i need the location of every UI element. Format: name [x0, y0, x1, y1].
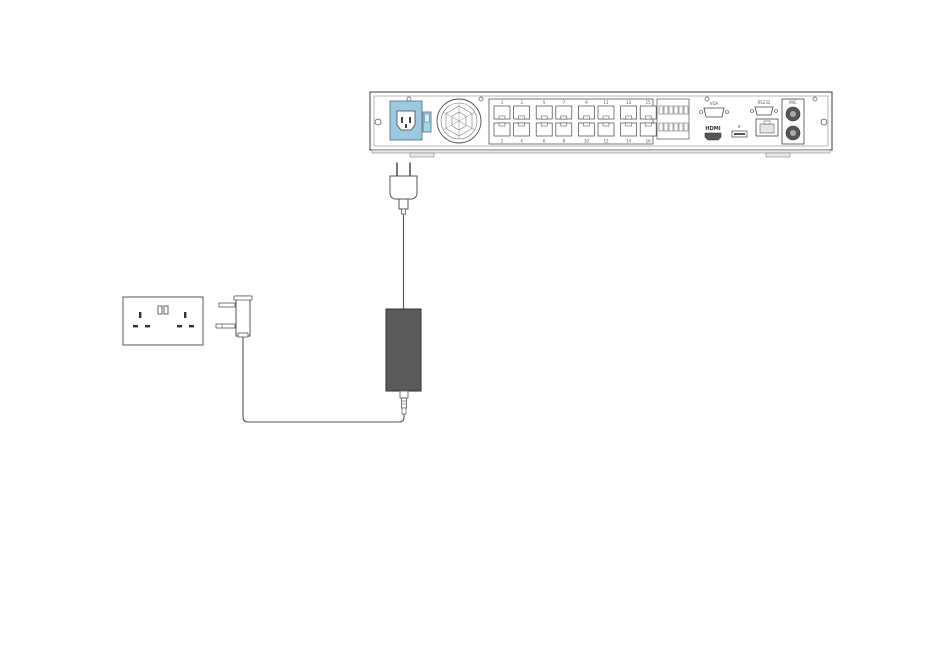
rj45-port-icon: [494, 123, 510, 136]
terminal-contact: [664, 106, 668, 114]
port-number-label: 16: [646, 139, 652, 144]
rj45-port-icon: [578, 106, 594, 119]
rj45-port-icon: [621, 123, 637, 136]
rj45-port-icon: [514, 106, 530, 119]
port-number-label: 2: [501, 139, 504, 144]
screw-icon: [407, 97, 411, 101]
nvr-foot-left: [410, 153, 434, 157]
rj45-port-icon: [598, 106, 614, 119]
rs232-port-icon: [755, 107, 773, 115]
screw-icon: [375, 119, 381, 125]
terminal-contact: [679, 106, 683, 114]
uk-plug-icon: [216, 296, 252, 337]
nvr-foot-right: [766, 153, 790, 157]
mains-cable: [243, 337, 404, 422]
port-number-label: 11: [603, 100, 609, 105]
terminal-contact: [679, 123, 683, 131]
port-number-label: 6: [543, 139, 546, 144]
terminal-contact: [684, 106, 688, 114]
rj45-port-icon: [556, 106, 572, 119]
port-number-label: 5: [543, 100, 546, 105]
port-number-label: 8: [563, 139, 566, 144]
port-number-label: 14: [626, 139, 632, 144]
port-number-label: 7: [563, 100, 566, 105]
terminal-contact: [669, 106, 673, 114]
port-number-label: 13: [626, 100, 632, 105]
mic-label: MIC: [789, 100, 797, 105]
vga-label: VGA: [710, 101, 719, 106]
alarm-terminal-block: [657, 99, 689, 139]
port-number-label: 10: [584, 139, 590, 144]
terminal-contact: [664, 123, 668, 131]
port-number-label: 15: [646, 100, 652, 105]
terminal-contact: [684, 123, 688, 131]
port-number-label: 9: [585, 100, 588, 105]
rj45-port-icon: [514, 123, 530, 136]
rj45-port-icon: [578, 123, 594, 136]
rj45-port-icon: [494, 106, 510, 119]
rj45-port-icon: [640, 123, 656, 136]
terminal-contact: [674, 106, 678, 114]
rj45-port-icon: [556, 123, 572, 136]
screw-icon: [479, 97, 483, 101]
rs232-label: RS232: [758, 100, 771, 105]
screw-icon: [705, 97, 709, 101]
rj45-port-icon: [640, 106, 656, 119]
eu-plug-icon: [390, 163, 417, 214]
screw-icon: [813, 97, 817, 101]
hdmi-port-icon: [705, 133, 721, 140]
power-adapter-brick-icon: [386, 309, 421, 414]
hdmi-label: HDMI: [705, 126, 720, 132]
rj45-port-icon: [536, 106, 552, 119]
port-number-label: 12: [603, 139, 609, 144]
vga-port-icon: [704, 108, 724, 117]
terminal-contact: [659, 123, 663, 131]
rj45-port-icon: [536, 123, 552, 136]
terminal-contact: [669, 123, 673, 131]
nvr-base: [372, 150, 830, 153]
screw-icon: [821, 119, 827, 125]
fan-grille-icon: [437, 99, 481, 143]
uk-wall-socket-icon: [123, 297, 203, 345]
port-number-label: 1: [501, 100, 504, 105]
terminal-contact: [674, 123, 678, 131]
rj45-port-icon: [621, 106, 637, 119]
rj45-port-icon: [598, 123, 614, 136]
terminal-contact: [659, 106, 663, 114]
